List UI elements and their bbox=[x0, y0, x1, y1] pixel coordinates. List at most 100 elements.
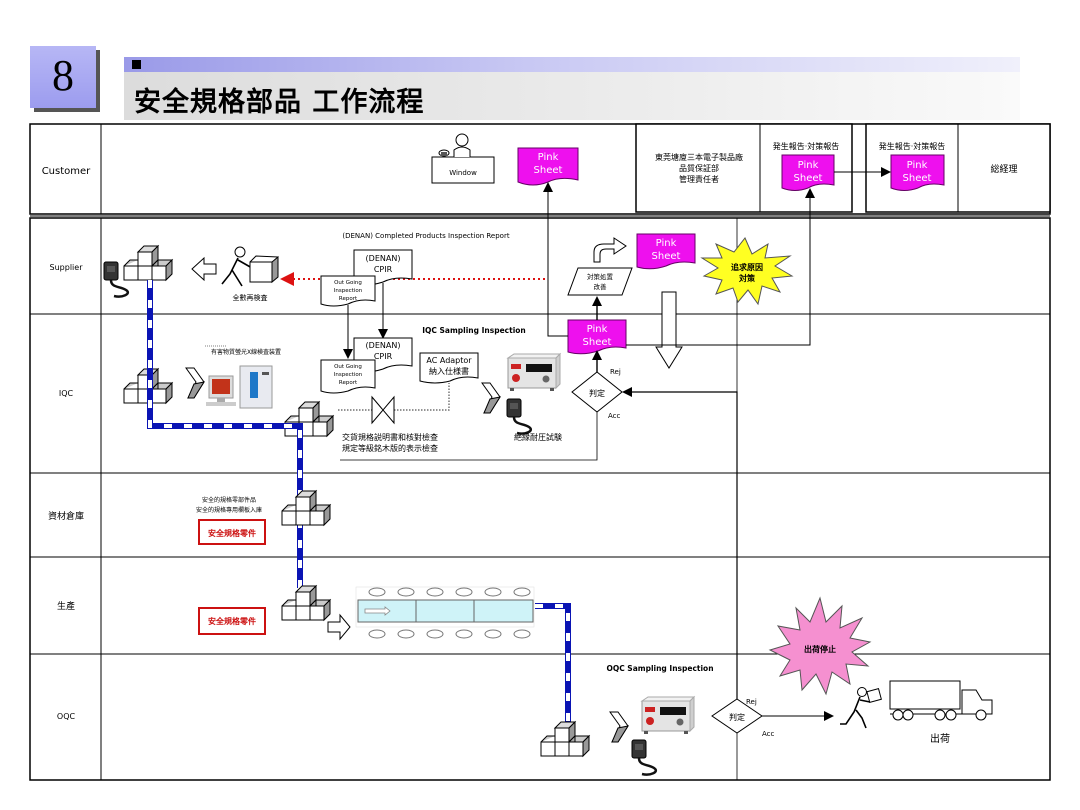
title-bar-gradient bbox=[124, 57, 1020, 72]
dotted-connector bbox=[338, 383, 450, 411]
decision-label: 判定 bbox=[589, 388, 605, 398]
pink-sheet-text-line: Pink bbox=[587, 324, 608, 335]
accept-flow-line bbox=[340, 412, 598, 461]
iqc-decision: 判定 bbox=[571, 371, 623, 413]
pink-sheet-text-line: Pink bbox=[538, 152, 559, 163]
burst-text-line: 追求原因 bbox=[731, 262, 763, 272]
burst-text-line: 出荷停止 bbox=[804, 644, 836, 654]
telephone-icon bbox=[438, 149, 450, 157]
truck-icon bbox=[889, 680, 993, 721]
pink-sheet-text-line: Pink bbox=[907, 160, 928, 171]
shipment-stop-burst: 出荷停止 bbox=[768, 596, 872, 696]
workstation-seat-icon bbox=[455, 587, 473, 597]
process-chevron-icon bbox=[609, 711, 629, 743]
hipot-tester-icon bbox=[641, 696, 695, 735]
workstation-seat-icon bbox=[426, 629, 444, 639]
doc-text-line: Inspection bbox=[334, 288, 363, 294]
report-label-1: 発生報告·対策報告 bbox=[773, 141, 840, 151]
lane-label-warehouse: 資材倉庫 bbox=[48, 510, 84, 522]
oqc-rej-label: Rej bbox=[746, 698, 757, 706]
xray-analyzer-icon bbox=[206, 365, 273, 409]
product-boxes-warehouse bbox=[281, 490, 331, 526]
doc-text-line: Out Going bbox=[334, 364, 362, 370]
oqc-acc-label: Acc bbox=[762, 730, 775, 738]
lane-label-production: 生產 bbox=[57, 600, 75, 612]
tag-label: 安全規格零件 bbox=[208, 616, 256, 626]
workstation-seat-icon bbox=[484, 587, 502, 597]
pink-sheet-text-line: Sheet bbox=[534, 165, 563, 176]
doc-text-line: CPIR bbox=[374, 352, 393, 361]
reinspect-label: 全數再検査 bbox=[233, 293, 268, 302]
check-valve-icon bbox=[371, 395, 395, 425]
ac-adapter-icon bbox=[505, 397, 533, 435]
workstation-seat-icon bbox=[397, 587, 415, 597]
check-label: 交貨規格説明書和核對檢查 bbox=[342, 432, 438, 442]
flow-arrow bbox=[626, 188, 815, 346]
warehouse-note: 安全的規格零部件品 bbox=[202, 496, 256, 504]
doc-outgoing-iqc: Out Going Inspection Report bbox=[320, 359, 376, 394]
curved-arrow-icon bbox=[593, 237, 627, 263]
workstation-seat-icon bbox=[368, 629, 386, 639]
workstation-seat-icon bbox=[368, 587, 386, 597]
pink-sheet-text-line: Sheet bbox=[794, 173, 823, 184]
report-label-2: 発生報告·対策報告 bbox=[879, 141, 946, 151]
pink-sheet-customer: Pink Sheet bbox=[517, 147, 579, 186]
hipot-label: 絶縁耐圧試験 bbox=[514, 432, 562, 442]
worker-carrying-icon bbox=[840, 687, 882, 729]
hipot-tester-icon bbox=[507, 353, 561, 392]
material-flow-line bbox=[147, 280, 571, 726]
workstation-icons bbox=[368, 587, 531, 639]
workstation-seat-icon bbox=[455, 629, 473, 639]
burst-text-line: 対策 bbox=[738, 273, 756, 283]
page-title: 安全規格部品 工作流程 bbox=[134, 87, 425, 118]
process-chevron-icon bbox=[185, 367, 205, 399]
into-line-arrow-icon bbox=[327, 613, 351, 641]
product-boxes-oqc bbox=[540, 721, 590, 757]
title-bar-background bbox=[124, 72, 1020, 120]
doc-ac-adaptor-spec: AC Adaptor 納入仕様書 bbox=[419, 352, 479, 384]
flow-arrow bbox=[543, 182, 568, 337]
safety-parts-tag-warehouse: 安全規格零件 bbox=[198, 519, 266, 545]
return-arrow-icon bbox=[191, 256, 217, 282]
title-bullet-icon bbox=[132, 60, 141, 69]
workstation-seat-icon bbox=[426, 587, 444, 597]
down-arrow-icon bbox=[655, 291, 683, 369]
iqc-sampling-title: IQC Sampling Inspection bbox=[422, 326, 526, 335]
qa-manager-label: 東莞塘廈三本電子製品廠 bbox=[655, 152, 743, 162]
doc-text-line: Inspection bbox=[334, 372, 363, 378]
doc-text-line: AC Adaptor bbox=[426, 356, 472, 365]
doc-text-line: 対策処置 bbox=[587, 272, 614, 281]
lane-label-customer: Customer bbox=[42, 166, 91, 177]
workstation-seat-icon bbox=[513, 587, 531, 597]
iqc-acc-label: Acc bbox=[608, 412, 621, 420]
iqc-rej-label: Rej bbox=[610, 368, 621, 376]
doc-outgoing-supplier: Out Going Inspection Report bbox=[320, 275, 376, 307]
pink-sheet-iqc: Pink Sheet bbox=[567, 319, 627, 355]
ac-adapter-icon bbox=[630, 738, 658, 776]
doc-text-line: Report bbox=[339, 380, 358, 386]
lane-label-oqc: OQC bbox=[57, 712, 76, 721]
pink-sheet-text-line: Pink bbox=[656, 238, 677, 249]
production-conveyor bbox=[355, 586, 535, 628]
pink-sheet-text-line: Sheet bbox=[903, 173, 932, 184]
lane-label-supplier: Supplier bbox=[50, 263, 84, 272]
qa-manager-label: 品質保証部 bbox=[679, 163, 719, 173]
pink-sheet-text-line: Sheet bbox=[583, 337, 612, 348]
pink-sheet-text-line: Pink bbox=[798, 160, 819, 171]
safety-parts-tag-production: 安全規格零件 bbox=[198, 607, 266, 635]
oqc-sampling-title: OQC Sampling Inspection bbox=[606, 664, 713, 673]
xray-label: 有害物質螢光X線検査装置 bbox=[211, 348, 281, 356]
oqc-reject-return-arrow bbox=[622, 387, 738, 700]
lane-label-iqc: IQC bbox=[59, 389, 74, 398]
warehouse-note: 安全的規格專用欄板入庫 bbox=[196, 506, 262, 514]
product-boxes-inspection bbox=[284, 401, 334, 437]
countermeasure-doc: 対策処置 改善 bbox=[567, 267, 633, 296]
slide-number: 8 bbox=[30, 46, 96, 108]
tag-label: 安全規格零件 bbox=[208, 528, 256, 538]
qa-manager-label: 管理責任者 bbox=[679, 174, 719, 184]
pink-sheet-gm: Pink Sheet bbox=[890, 154, 945, 191]
check-label: 規定等級銘木版的表示檢查 bbox=[342, 443, 438, 453]
oqc-decision: 判定 bbox=[711, 698, 763, 734]
doc-text-line: Out Going bbox=[334, 280, 362, 286]
